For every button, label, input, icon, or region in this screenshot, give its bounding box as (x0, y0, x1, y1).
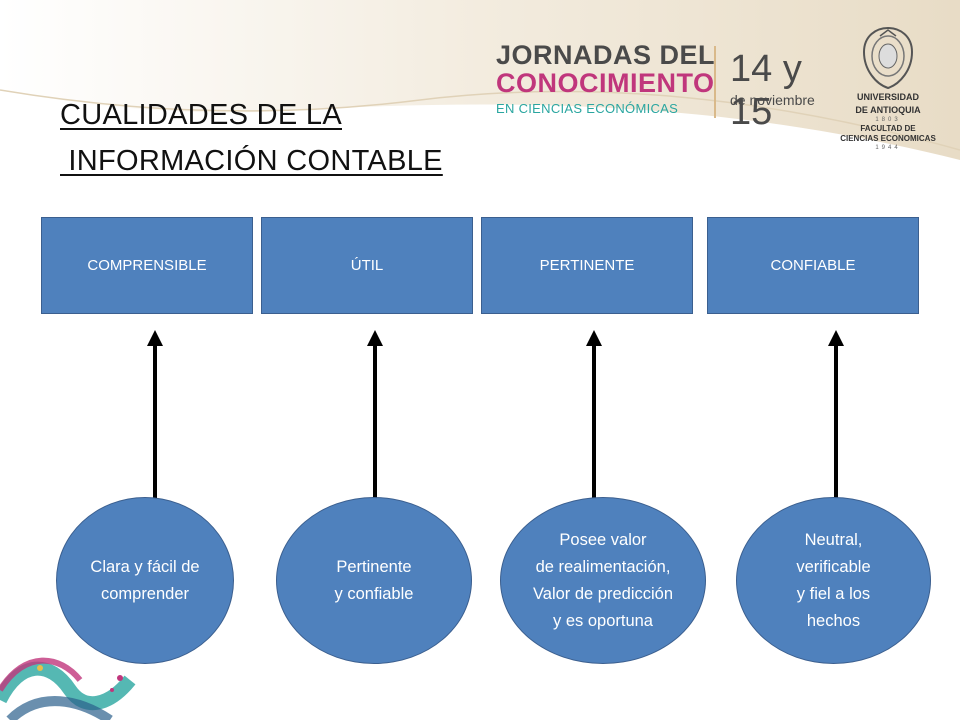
quality-box-confiable: CONFIABLE (707, 217, 919, 314)
arrow-up-4 (828, 330, 844, 502)
event-logo-line-1: JORNADAS DEL (496, 40, 716, 70)
event-logo-line-3: EN CIENCIAS ECONÓMICAS (496, 101, 679, 116)
description-oval-2: Pertinente y confiable (276, 497, 472, 664)
faculty-name-line-1: FACULTAD DE (860, 124, 916, 133)
event-logo-line-2: CONOCIMIENTO (496, 68, 715, 98)
university-logo: UNIVERSIDAD DE ANTIOQUIA 1803 FACULTAD D… (840, 26, 936, 158)
university-seal-icon (862, 26, 914, 90)
title-line-1: CUALIDADES DE LA (60, 99, 342, 131)
faculty-founding-year: 1944 (875, 145, 901, 151)
event-logo-divider (714, 46, 716, 118)
quality-box-util: ÚTIL (261, 217, 473, 314)
description-oval-4: Neutral, verificable y fiel a los hechos (736, 497, 931, 664)
event-date: 14 y 15 (730, 48, 802, 133)
description-oval-3: Posee valor de realimentación, Valor de … (500, 497, 706, 664)
quality-box-pertinente: PERTINENTE (481, 217, 693, 314)
event-logo: JORNADAS DEL CONOCIMIENTO EN CIENCIAS EC… (492, 40, 832, 133)
faculty-name-line-2: CIENCIAS ECONOMICAS (840, 134, 936, 143)
title-line-2: INFORMACIÓN CONTABLE (60, 145, 443, 177)
arrow-up-1 (147, 330, 163, 502)
quality-box-comprensible: COMPRENSIBLE (41, 217, 253, 314)
event-month: de noviembre (730, 92, 815, 108)
university-name-line-2: DE ANTIOQUIA (855, 105, 921, 115)
arrow-up-3 (586, 330, 602, 502)
university-name-line-1: UNIVERSIDAD (856, 92, 919, 102)
arrow-up-2 (367, 330, 383, 502)
university-founding-year: 1803 (875, 117, 901, 123)
slide-title: CUALIDADES DE LA INFORMACIÓN CONTABLE (60, 92, 443, 184)
description-oval-1: Clara y fácil de comprender (56, 497, 234, 664)
